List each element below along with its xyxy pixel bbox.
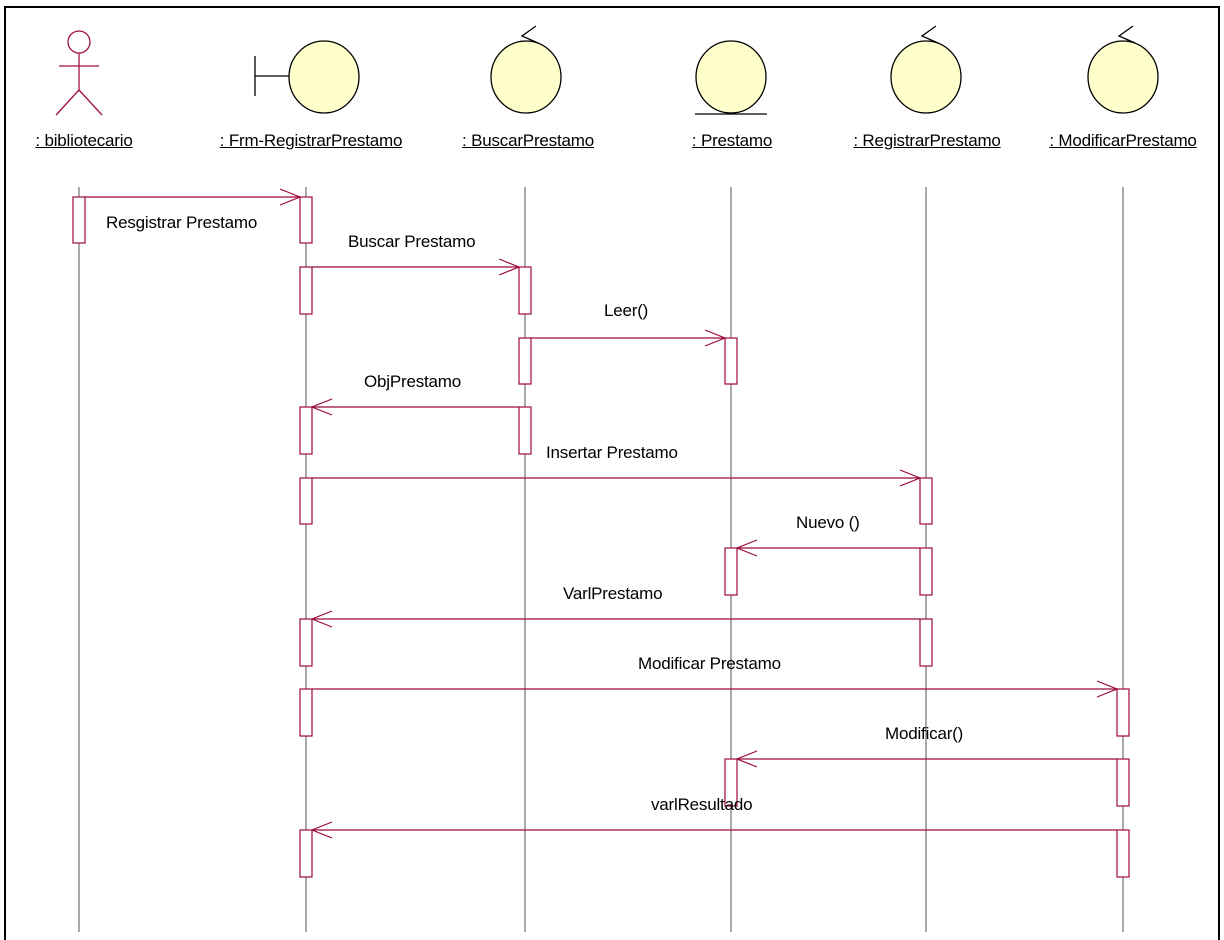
- control-icon: [1087, 25, 1159, 114]
- message-label: Buscar Prestamo: [348, 232, 476, 251]
- message-label: varlResultado: [651, 795, 753, 814]
- activation-box: [919, 547, 933, 596]
- activation-box: [1116, 829, 1130, 878]
- activation-box: [299, 477, 313, 525]
- arrow-head-icon: [498, 258, 521, 276]
- message-label: Resgistrar Prestamo: [106, 213, 258, 232]
- actor-icon: [55, 30, 103, 116]
- entity-icon: [695, 40, 767, 115]
- activation-box: [299, 618, 313, 667]
- activation-box: [1116, 688, 1130, 737]
- arrow-head-icon: [899, 469, 922, 487]
- object-label-buscar: : BuscarPrestamo: [462, 131, 594, 150]
- arrow-head-icon: [735, 539, 758, 557]
- message-label: Insertar Prestamo: [546, 443, 678, 462]
- message-label: Leer(): [604, 301, 649, 320]
- activation-box: [72, 196, 86, 244]
- message-label: VarlPrestamo: [563, 584, 663, 603]
- activation-box: [299, 266, 313, 315]
- boundary-icon: [254, 40, 360, 114]
- arrow-head-icon: [310, 610, 333, 628]
- object-label-bibliotecario: : bibliotecario: [35, 131, 133, 150]
- activation-box: [518, 266, 532, 315]
- arrow-head-icon: [735, 750, 758, 768]
- control-icon: [890, 25, 962, 114]
- activation-box: [299, 688, 313, 737]
- activation-box: [919, 477, 933, 525]
- message-label: Modificar Prestamo: [638, 654, 781, 673]
- activation-box: [724, 547, 738, 596]
- arrow-head-icon: [1096, 680, 1119, 698]
- object-label-prestamo: : Prestamo: [691, 131, 773, 150]
- activation-box: [299, 829, 313, 878]
- control-icon: [490, 25, 562, 114]
- object-label-registrar: : RegistrarPrestamo: [853, 131, 1001, 150]
- activation-box: [299, 406, 313, 455]
- arrow-head-icon: [279, 188, 302, 206]
- activation-box: [724, 758, 738, 807]
- object-label-frm: : Frm-RegistrarPrestamo: [219, 131, 403, 150]
- activation-box: [518, 337, 532, 385]
- message-label: ObjPrestamo: [364, 372, 462, 391]
- activation-box: [518, 406, 532, 455]
- message-label: Modificar(): [885, 724, 964, 743]
- arrow-head-icon: [310, 398, 333, 416]
- activation-box: [919, 618, 933, 667]
- message-label: Nuevo (): [796, 513, 860, 532]
- diagram-frame: [4, 6, 1220, 940]
- activation-box: [299, 196, 313, 244]
- activation-box: [1116, 758, 1130, 807]
- arrow-head-icon: [310, 821, 333, 839]
- arrow-head-icon: [704, 329, 727, 347]
- object-label-modificar: : ModificarPrestamo: [1049, 131, 1197, 150]
- activation-box: [724, 337, 738, 385]
